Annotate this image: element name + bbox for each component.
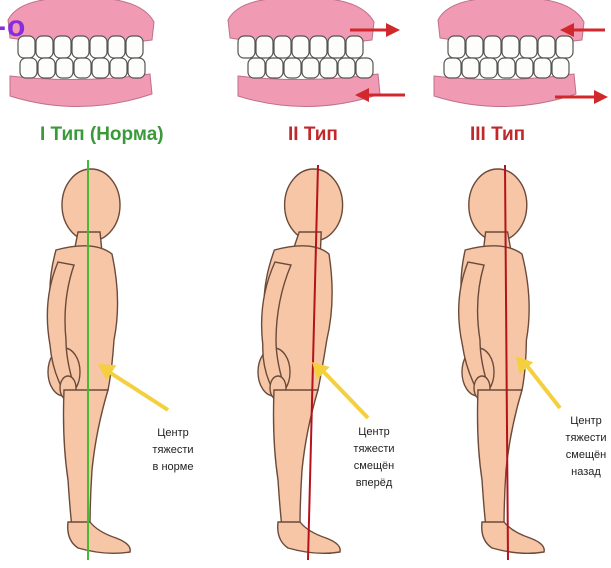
lower-tooth (534, 58, 551, 78)
upper-tooth (108, 36, 125, 58)
lower-tooth (92, 58, 109, 78)
lower-tooth (498, 58, 515, 78)
caption-line: Центр (339, 424, 409, 441)
lower-tooth (320, 58, 337, 78)
upper-tooth (72, 36, 89, 58)
leg (478, 390, 523, 528)
teeth-type-2 (228, 0, 380, 107)
figure-type-2 (258, 169, 343, 553)
type-3-caption: Центр тяжести смещён назад (556, 413, 611, 481)
lower-tooth (284, 58, 301, 78)
lower-tooth (462, 58, 479, 78)
lower-tooth (356, 58, 373, 78)
arrow-head (594, 90, 608, 104)
teeth-type-1 (8, 0, 154, 107)
caption-line: назад (556, 464, 611, 481)
head (62, 169, 120, 241)
caption-line: смещён (339, 458, 409, 475)
caption-line: в норме (138, 459, 208, 476)
leg (64, 390, 109, 528)
upper-tooth (448, 36, 465, 58)
type-1-caption: Центр тяжести в норме (138, 425, 208, 476)
figure-type-3 (459, 169, 545, 553)
upper-tooth (556, 36, 573, 58)
pointer-shaft (106, 370, 168, 410)
upper-tooth (36, 36, 53, 58)
head (285, 169, 343, 241)
lower-tooth (480, 58, 497, 78)
arrow-head (386, 23, 400, 37)
caption-line: Центр (556, 413, 611, 430)
lower-tooth (302, 58, 319, 78)
head (469, 169, 527, 241)
lower-gum (238, 74, 380, 107)
upper-tooth (90, 36, 107, 58)
upper-tooth (310, 36, 327, 58)
type-1-title: I Тип (Норма) (40, 124, 164, 146)
lower-tooth (248, 58, 265, 78)
caption-line: Центр (138, 425, 208, 442)
lower-gum (434, 74, 576, 107)
lower-tooth (516, 58, 533, 78)
upper-tooth (502, 36, 519, 58)
upper-tooth (466, 36, 483, 58)
foot (482, 522, 545, 553)
upper-tooth (256, 36, 273, 58)
lower-tooth (110, 58, 127, 78)
caption-line: тяжести (339, 441, 409, 458)
caption-line: тяжести (556, 430, 611, 447)
caption-line: смещён (556, 447, 611, 464)
caption-line: тяжести (138, 442, 208, 459)
pointer-shaft (524, 362, 560, 408)
upper-tooth (520, 36, 537, 58)
corner-mark: -о (0, 10, 26, 44)
lower-tooth (128, 58, 145, 78)
lower-tooth (38, 58, 55, 78)
lower-tooth (56, 58, 73, 78)
type-3-title: III Тип (470, 124, 525, 146)
foot (68, 522, 131, 553)
upper-tooth (238, 36, 255, 58)
type-2-title: II Тип (288, 124, 338, 146)
lower-tooth (20, 58, 37, 78)
lower-gum (10, 74, 152, 107)
upper-tooth (54, 36, 71, 58)
pointer-shaft (320, 368, 368, 418)
upper-tooth (292, 36, 309, 58)
upper-tooth (346, 36, 363, 58)
type-2-caption: Центр тяжести смещён вперёд (339, 424, 409, 492)
upper-tooth (538, 36, 555, 58)
upper-tooth (126, 36, 143, 58)
lower-tooth (552, 58, 569, 78)
upper-tooth (274, 36, 291, 58)
upper-tooth (484, 36, 501, 58)
lower-tooth (74, 58, 91, 78)
caption-line: вперёд (339, 475, 409, 492)
pointer-type-2 (312, 362, 368, 418)
lower-tooth (338, 58, 355, 78)
lower-tooth (444, 58, 461, 78)
teeth-type-3 (434, 0, 584, 107)
lower-tooth (266, 58, 283, 78)
upper-tooth (328, 36, 345, 58)
